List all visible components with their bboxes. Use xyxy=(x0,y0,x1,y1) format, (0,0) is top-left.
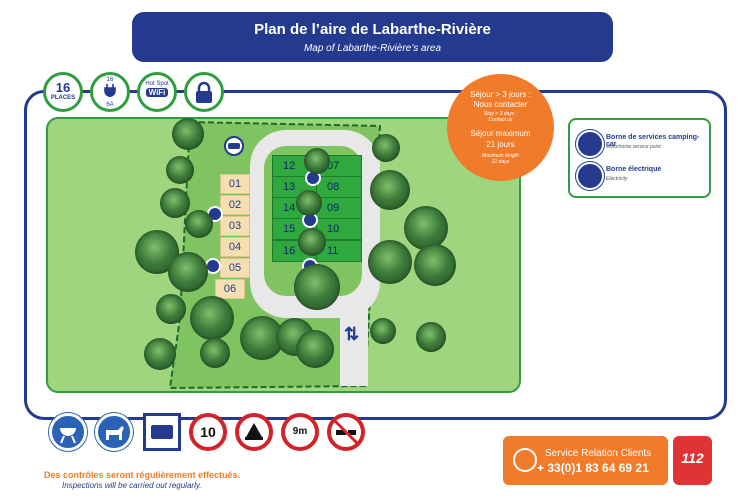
stay-info-badge: Séjour > 3 jours : Nous contacter Stay >… xyxy=(447,74,554,181)
road-exit xyxy=(340,300,368,386)
stay-line-3: Stay > 3 days : xyxy=(483,111,518,117)
wifi-hotspot-icon: Hot Spot WiFi xyxy=(137,72,177,112)
tree-icon xyxy=(294,264,340,310)
motorhome-service-icon xyxy=(576,130,604,158)
tree-icon xyxy=(296,330,334,368)
warning-french: Des contrôles seront régulièrement effec… xyxy=(44,470,241,480)
places-count: 16 xyxy=(55,80,71,95)
tree-icon xyxy=(404,206,448,250)
map-header: Plan de l’aire de Labarthe-Rivière Map o… xyxy=(132,12,613,62)
tree-icon xyxy=(190,296,234,340)
tree-icon xyxy=(296,190,322,216)
pitch-08[interactable]: 08 xyxy=(316,176,362,198)
plug-icon xyxy=(104,84,116,97)
two-way-arrows-icon: ⇅ xyxy=(344,324,360,344)
legend-electric-sub: Electricity xyxy=(606,176,628,182)
motorhome-service-marker-icon xyxy=(224,136,244,156)
tree-icon xyxy=(144,338,176,370)
padlock-icon xyxy=(196,81,212,103)
pitch-10[interactable]: 10 xyxy=(316,218,362,240)
power-amp-bottom: 6A xyxy=(106,102,114,108)
tree-icon xyxy=(172,118,204,150)
emergency-number: 112 xyxy=(681,450,704,466)
tree-icon xyxy=(370,318,396,344)
pitch-09[interactable]: 09 xyxy=(316,197,362,219)
stay-line-2: Nous contacter xyxy=(473,100,528,109)
tree-icon xyxy=(168,252,208,292)
barbecue-icon xyxy=(49,413,87,451)
tree-icon xyxy=(368,240,412,284)
tree-icon xyxy=(160,188,190,218)
stay-line-4: Contact us xyxy=(488,117,513,123)
tree-icon xyxy=(156,294,186,324)
places-label: PLACES xyxy=(50,95,76,101)
tree-icon xyxy=(370,170,410,210)
pitch-06[interactable]: 06 xyxy=(215,279,245,299)
lock-icon xyxy=(184,72,224,112)
tree-icon xyxy=(416,322,446,352)
map-legend: Borne de services camping-car Motorhome … xyxy=(568,118,711,198)
pitch-02[interactable]: 02 xyxy=(220,195,250,215)
tree-icon xyxy=(304,148,330,174)
pitch-01[interactable]: 01 xyxy=(220,174,250,194)
service-label: Service Relation Clients xyxy=(545,448,652,459)
legend-service-sub: Motorhome service point xyxy=(606,144,661,150)
speed-limit-sign: 10 xyxy=(189,413,227,451)
map-frame xyxy=(24,90,727,420)
motorhome-parking-icon xyxy=(143,413,181,451)
dog-icon xyxy=(95,413,133,451)
power-icon: 16 6A xyxy=(90,72,130,112)
wifi-label: WiFi xyxy=(146,88,168,97)
stay-line-6: 21 jours xyxy=(486,140,515,149)
warning-english: Inspections will be carried out regularl… xyxy=(62,481,202,490)
pitch-04[interactable]: 04 xyxy=(220,237,250,257)
hotspot-label: Hot Spot xyxy=(145,81,169,87)
tree-icon xyxy=(185,210,213,238)
pitch-11[interactable]: 11 xyxy=(316,240,362,262)
height-limit-sign: 9m xyxy=(281,413,319,451)
stay-line-5: Séjour maximum xyxy=(470,129,531,138)
map-title: Plan de l’aire de Labarthe-Rivière xyxy=(254,21,491,38)
service-phone[interactable]: + 33(0)1 83 64 69 21 xyxy=(537,461,649,475)
customer-service-box: Service Relation Clients + 33(0)1 83 64 … xyxy=(503,436,668,485)
places-badge: 16 PLACES xyxy=(43,72,83,112)
tree-icon xyxy=(166,156,194,184)
map-subtitle: Map of Labarthe-Rivière’s area xyxy=(303,43,442,54)
emergency-112-badge[interactable]: 112 xyxy=(673,436,712,485)
no-trailer-icon xyxy=(327,413,365,451)
speed-limit-value: 10 xyxy=(200,424,216,440)
stay-line-1: Séjour > 3 jours : xyxy=(470,90,531,99)
legend-service-title: Borne de services camping-car xyxy=(606,134,700,148)
legend-electric-title: Borne électrique xyxy=(606,166,662,173)
height-limit-value: 9m xyxy=(292,426,308,437)
pitch-05[interactable]: 05 xyxy=(220,258,250,278)
stay-line-7: Maximum length xyxy=(482,153,519,159)
tree-icon xyxy=(372,134,400,162)
tree-icon xyxy=(200,338,230,368)
stay-line-8: 21 days xyxy=(491,159,510,165)
electricity-icon xyxy=(576,162,604,190)
no-camping-icon xyxy=(235,413,273,451)
tree-icon xyxy=(414,244,456,286)
headset-icon xyxy=(513,448,537,472)
tree-icon xyxy=(298,228,326,256)
pitch-03[interactable]: 03 xyxy=(220,216,250,236)
power-amp-top: 16 xyxy=(106,77,114,83)
